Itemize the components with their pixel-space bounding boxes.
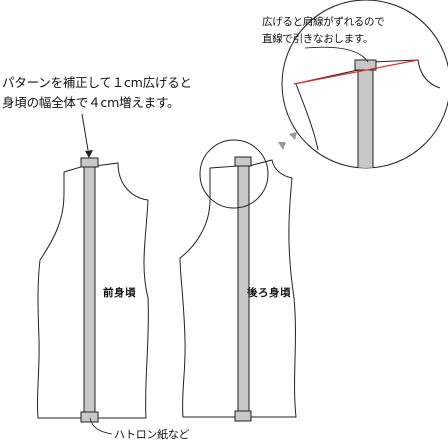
front-bodice (36, 157, 149, 423)
pointer-arrow-line (81, 113, 89, 151)
back-bodice-label: 後ろ身頃 (247, 287, 291, 299)
zoom-note-leader (304, 46, 369, 63)
zoom-annotation: 広げると肩線がずれるので 直線で引きなおします。 (262, 14, 385, 48)
front-strip-top-tab (80, 157, 99, 168)
back-strip-bottom-tab (234, 410, 252, 422)
zoom-strip (357, 65, 374, 168)
front-bodice-outline (36, 165, 85, 419)
zoom-detail (281, 0, 448, 169)
pointer-triangle-2 (289, 132, 297, 140)
pointer-triangle-1 (278, 142, 286, 150)
pointer-arrow-head (85, 150, 93, 158)
zoom-annotation-line-2: 直線で引きなおします。 (262, 33, 374, 45)
magnify-circle-small (199, 139, 269, 209)
paper-note-leader (89, 417, 113, 435)
front-bodice-label: 前身頃 (103, 287, 136, 299)
zoom-armhole (295, 83, 319, 151)
main-annotation-line-2: 身頃の幅全体で４cm増えます。 (2, 95, 180, 110)
main-annotation-line-1: パターンを補正して１cm広げると (2, 75, 192, 90)
zoom-annotation-line-1: 広げると肩線がずれるので (262, 16, 385, 28)
back-strip-top-tab (234, 156, 252, 167)
front-strip-bottom-tab (80, 411, 99, 423)
corrected-shoulder-line (293, 59, 419, 85)
back-bodice-right-outline (248, 159, 297, 418)
front-gap-strip (83, 162, 96, 422)
front-bodice-right-outline (94, 162, 149, 419)
paper-annotation: ハトロン紙など (114, 428, 190, 441)
main-annotation: パターンを補正して１cm広げると 身頃の幅全体で４cm増えます。 (2, 73, 192, 113)
back-bodice-left-outline (179, 165, 239, 418)
back-bodice (179, 156, 297, 422)
